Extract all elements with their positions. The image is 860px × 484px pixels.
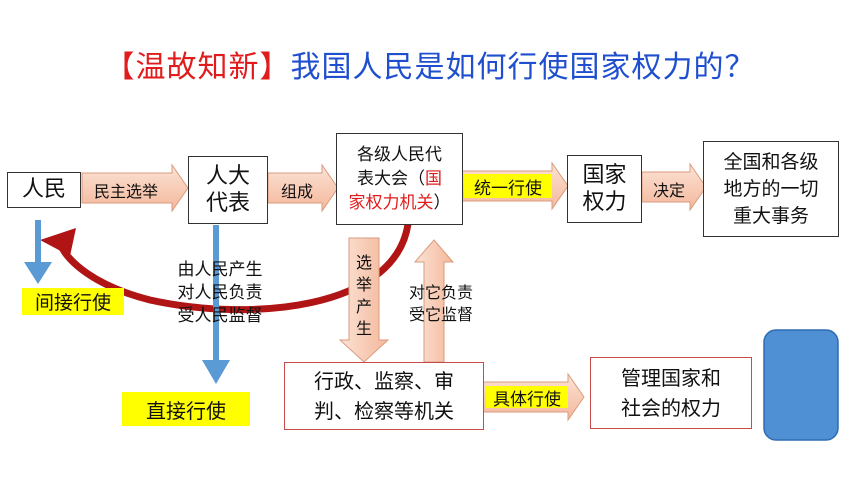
label-compose: 组成	[280, 182, 313, 201]
node-state-power: 国家权力	[567, 155, 642, 223]
direct-blue-arrowhead	[202, 360, 230, 384]
arrow-compose	[267, 163, 339, 213]
label-concrete-exercise: 具体行使	[486, 386, 568, 410]
label-indirect-exercise: 间接行使	[22, 288, 124, 315]
label-direct-exercise: 直接行使	[122, 392, 250, 426]
node-manage-power: 管理国家和社会的权力	[590, 357, 752, 429]
deputies-note: 由人民产生 对人民负责 受人民监督	[177, 260, 263, 326]
arrow-elect-produce	[338, 237, 390, 363]
node-major-affairs: 全国和各级 地方的一切 重大事务	[703, 141, 839, 237]
arrow-decide	[641, 162, 707, 212]
page-title: 【温故知新】我国人民是如何行使国家权力的？	[104, 50, 756, 85]
label-elect-produce: 选 举 产 生	[355, 253, 372, 338]
node-organs: 行政、监察、审判、检察等机关	[284, 362, 484, 430]
indirect-blue-arrowhead	[24, 262, 52, 284]
label-decide: 决定	[652, 181, 685, 200]
arrow-democratic-election	[81, 163, 189, 213]
node-deputies: 人大代表	[188, 156, 268, 224]
feedback-arrowhead	[40, 228, 76, 256]
node-congress: 各级人民代 表大会（国 家权力机关）	[336, 133, 463, 225]
label-democratic-election: 民主选举	[93, 182, 158, 201]
blue-block	[763, 329, 839, 441]
label-responsible: 对它负责 受它监督	[408, 283, 473, 324]
node-people: 人民	[7, 172, 81, 208]
label-unified-exercise: 统一行使	[464, 174, 552, 199]
arrow-responsible	[413, 239, 455, 363]
